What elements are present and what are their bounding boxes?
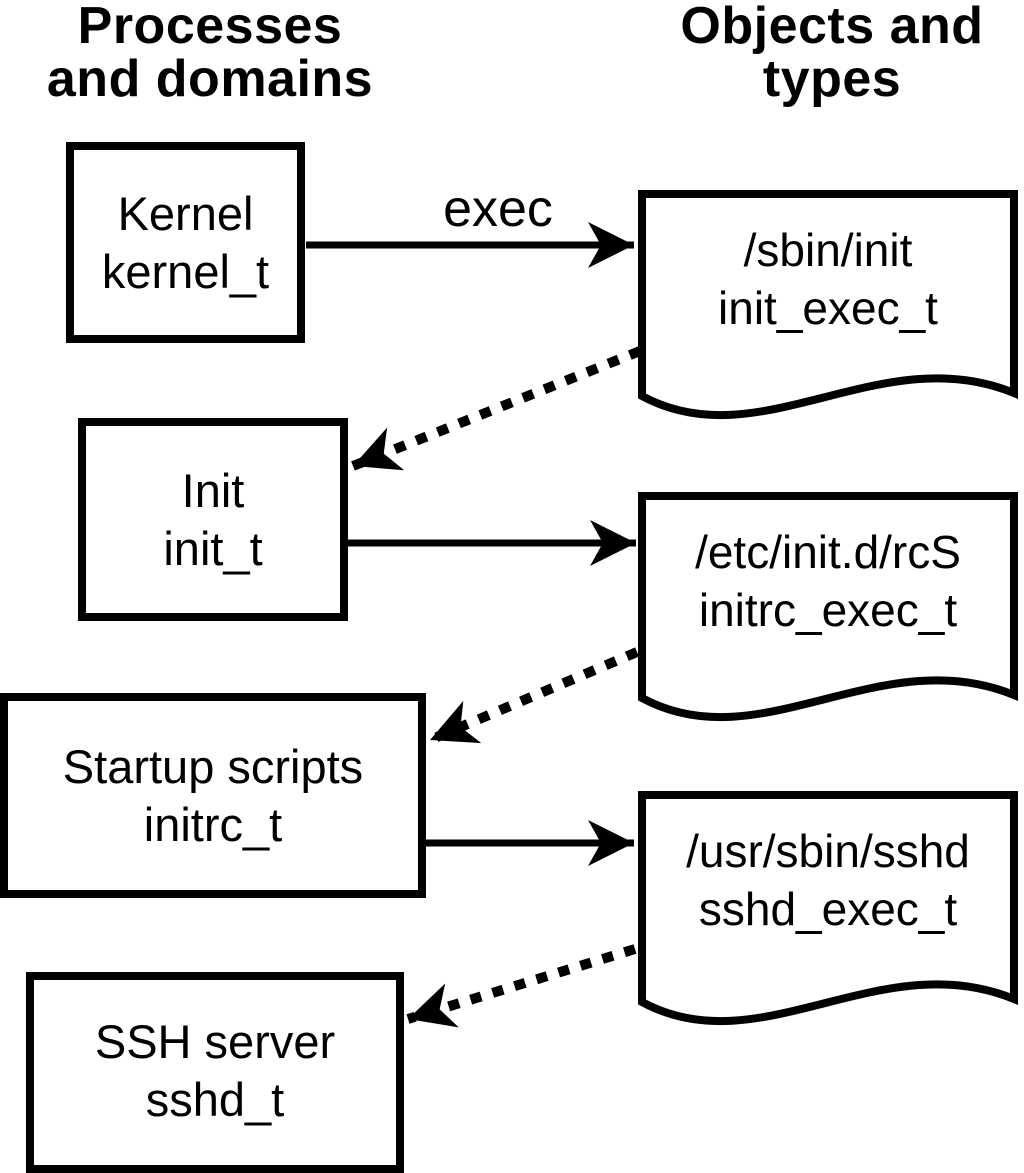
object-label-usr-sbin-sshd: /usr/sbin/sshd sshd_exec_t — [642, 791, 1014, 969]
process-name: Kernel — [117, 186, 254, 240]
arrow-sbin-init-to-init — [351, 346, 642, 471]
column-header-processes: Processes and domains — [10, 0, 410, 106]
process-box-ssh-server — [26, 972, 404, 1173]
edge-label-exec: exec — [443, 180, 553, 238]
header-line: types — [762, 50, 902, 108]
process-box-startup-scripts — [0, 693, 426, 898]
process-label-init: Init init_t — [78, 418, 348, 621]
document-shape-etc-initd-rcs — [638, 492, 1018, 722]
header-line: Objects and — [680, 0, 984, 55]
object-label-etc-initd-rcs: /etc/init.d/rcS initrc_exec_t — [642, 492, 1014, 670]
process-domain: init_t — [163, 521, 263, 575]
document-shape-sbin-init — [638, 190, 1018, 420]
process-domain: initrc_t — [143, 797, 283, 851]
process-label-startup-scripts: Startup scripts initrc_t — [0, 693, 426, 898]
process-name: SSH server — [94, 1015, 336, 1068]
process-label-kernel: Kernel kernel_t — [66, 142, 305, 343]
header-line: and domains — [46, 50, 374, 108]
arrow-sshd-exec-to-sshd — [406, 944, 637, 1028]
process-box-kernel — [66, 142, 305, 343]
document-shape-usr-sbin-sshd — [638, 791, 1018, 1026]
process-label-ssh-server: SSH server sshd_t — [26, 972, 404, 1170]
process-name: Startup scripts — [62, 739, 364, 793]
process-domain: kernel_t — [101, 244, 270, 298]
header-line: Processes — [77, 0, 343, 55]
object-type: initrc_exec_t — [698, 584, 958, 636]
column-header-objects: Objects and types — [640, 0, 1024, 106]
process-box-init — [78, 418, 348, 621]
object-path: /sbin/init — [743, 224, 913, 276]
object-path: /usr/sbin/sshd — [686, 825, 970, 877]
object-label-sbin-init: /sbin/init init_exec_t — [642, 190, 1014, 368]
object-type: init_exec_t — [718, 282, 938, 334]
arrow-rcs-to-initrc — [428, 647, 639, 745]
process-name: Init — [181, 463, 245, 517]
object-type: sshd_exec_t — [698, 883, 958, 935]
object-path: /etc/init.d/rcS — [695, 526, 961, 578]
process-domain: sshd_t — [145, 1073, 285, 1126]
